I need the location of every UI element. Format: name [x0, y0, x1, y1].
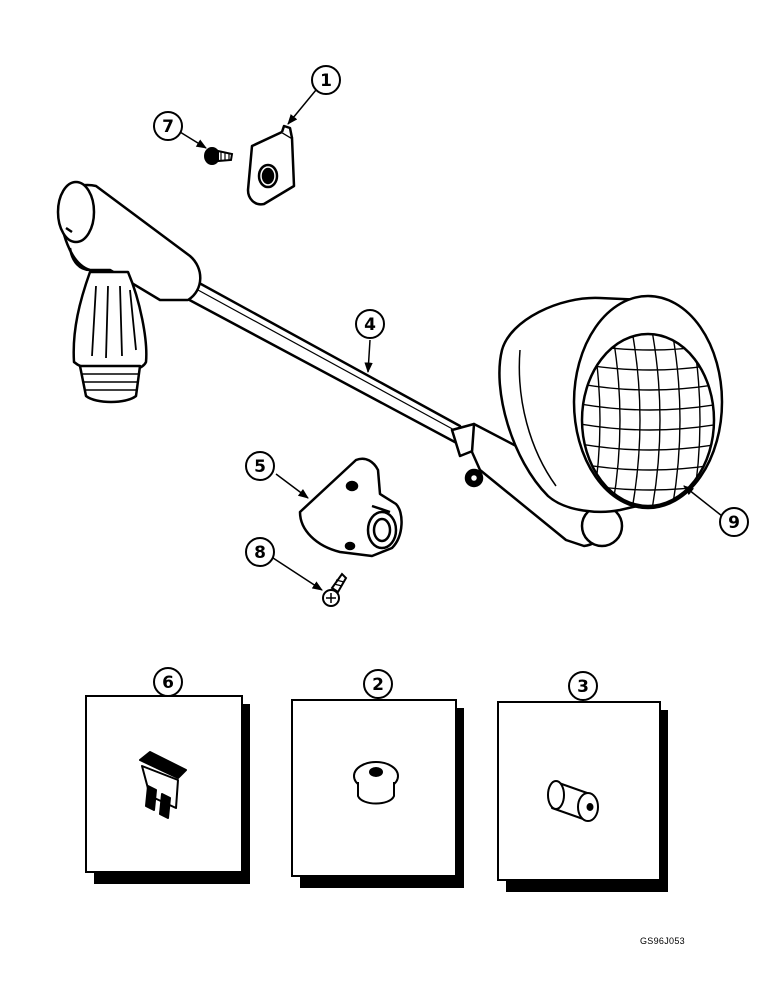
callout-7: 7	[153, 111, 183, 141]
callout-4: 4	[355, 309, 385, 339]
clamp-bracket-part-5	[298, 457, 403, 558]
screw-part-7	[204, 147, 234, 165]
callout-6: 6	[153, 667, 183, 697]
lamp-housing-part-9	[498, 294, 724, 513]
svg-text:1: 1	[320, 71, 332, 91]
bracket-part-1	[246, 124, 296, 206]
svg-text:9: 9	[728, 513, 740, 533]
callout-3: 3	[568, 671, 598, 701]
svg-text:5: 5	[254, 457, 266, 477]
inset-box-part-6	[85, 684, 250, 884]
svg-text:8: 8	[254, 543, 266, 563]
svg-text:4: 4	[364, 315, 376, 335]
grommet-icon	[353, 761, 399, 805]
svg-text:7: 7	[162, 117, 174, 137]
lamp-arm-part-4	[56, 180, 624, 548]
svg-text:2: 2	[372, 675, 384, 695]
svg-text:6: 6	[162, 673, 174, 693]
callout-1: 1	[311, 65, 341, 95]
callout-9: 9	[719, 507, 749, 537]
callout-5: 5	[245, 451, 275, 481]
callout-8: 8	[245, 537, 275, 567]
cylinder-bushing-icon	[547, 780, 599, 822]
leader-lines	[179, 89, 723, 591]
screw-part-8	[322, 572, 348, 607]
blade-fuse-icon	[139, 751, 187, 819]
svg-text:3: 3	[577, 677, 589, 697]
inset-box-part-3	[497, 700, 668, 892]
drawing-reference-code: GS96J053	[640, 936, 685, 946]
callout-2: 2	[363, 669, 393, 699]
inset-box-part-2	[291, 698, 464, 888]
